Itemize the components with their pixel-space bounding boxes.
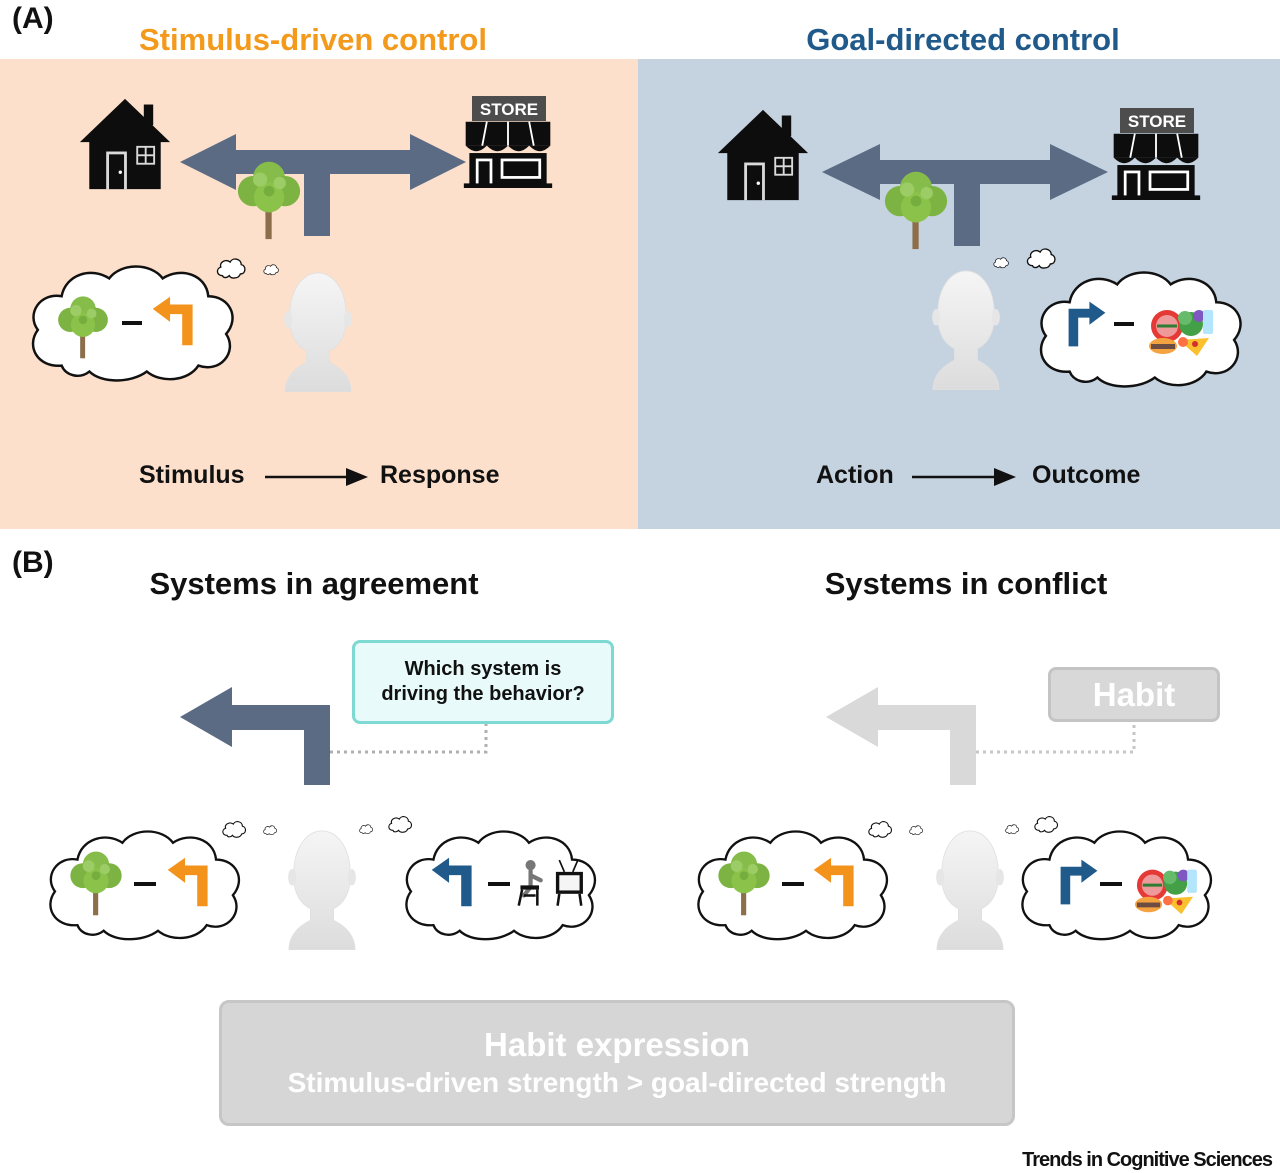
faded-left-turn-arrow — [826, 687, 976, 785]
thought-puff-icon — [1034, 815, 1059, 833]
action-label: Action — [816, 461, 894, 489]
store-sign: STORE — [1128, 112, 1186, 131]
store-icon — [1110, 132, 1202, 202]
callout-line-1: Which system is — [404, 658, 562, 680]
thought-puff-icon — [216, 258, 246, 279]
response-label: Response — [380, 461, 500, 489]
panel-b-label: (B) — [12, 546, 54, 579]
thought-puff-icon — [263, 264, 279, 276]
thought-puff-icon — [222, 820, 247, 838]
outcome-label: Outcome — [1032, 461, 1141, 489]
head-icon — [283, 272, 353, 392]
journal-credit: Trends in Cognitive Sciences — [1022, 1149, 1273, 1171]
thought-puff-icon — [263, 825, 277, 836]
thought-puff-icon — [868, 820, 893, 838]
thought-puff-icon — [1005, 824, 1019, 835]
thought-puff-icon — [909, 825, 923, 836]
thought-puff-icon — [388, 815, 413, 833]
stimulus-driven-title: Stimulus-driven control — [139, 22, 487, 57]
house-icon — [717, 109, 809, 201]
store-sign: STORE — [480, 100, 538, 119]
habit-expression-title: Habit expression — [484, 1026, 750, 1063]
which-system-callout: Which system is driving the behavior? — [352, 640, 614, 724]
head-icon — [931, 270, 1001, 390]
thought-puff-icon — [993, 257, 1009, 269]
stimulus-label: Stimulus — [139, 461, 245, 489]
callout-line-2: driving the behavior? — [381, 683, 585, 705]
systems-conflict-title: Systems in conflict — [824, 566, 1108, 601]
goal-directed-scene: STORE — [717, 108, 1242, 486]
head-icon — [287, 830, 357, 950]
t-junction-arrow — [180, 134, 466, 236]
thought-puff-icon — [1026, 248, 1056, 269]
thought-puff-icon — [359, 824, 373, 835]
panel-a-label: (A) — [12, 2, 54, 35]
habit-expression-subtitle: Stimulus-driven strength > goal-directed… — [287, 1067, 947, 1098]
left-turn-arrow — [180, 687, 330, 785]
systems-agreement-title: Systems in agreement — [149, 566, 479, 601]
habit-callout: Habit — [1048, 667, 1220, 722]
store-icon — [462, 120, 554, 190]
head-icon — [935, 830, 1005, 950]
goal-directed-title: Goal-directed control — [806, 22, 1120, 57]
stimulus-driven-scene: STORE — [31, 96, 554, 486]
agreement-scene — [49, 687, 1213, 950]
house-icon — [79, 98, 171, 190]
habit-expression-box: Habit expression Stimulus-driven strengt… — [219, 1000, 1015, 1126]
t-junction-arrow — [822, 144, 1108, 246]
